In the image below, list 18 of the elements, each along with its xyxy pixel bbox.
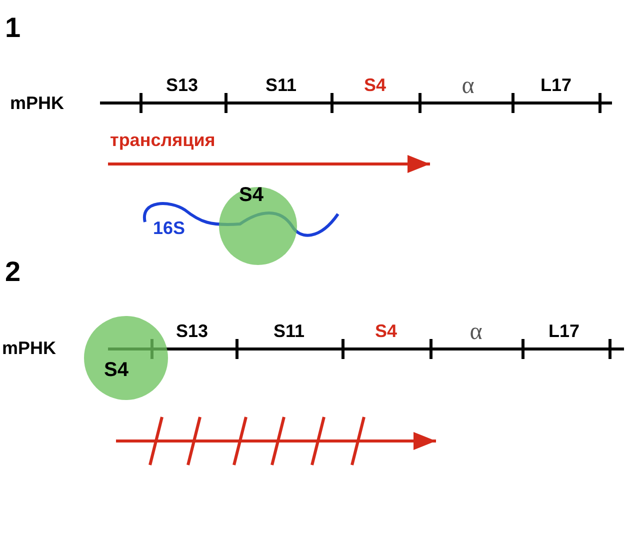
gene-label: S11 (265, 76, 297, 94)
mrna-label: mPHK (2, 339, 56, 357)
gene-label: S4 (374, 322, 398, 340)
rna-label: 16S (153, 219, 186, 237)
protein-label: S4 (104, 360, 128, 380)
gene-label: α (470, 320, 482, 344)
gene-label: L17 (548, 322, 580, 340)
mrna-label: mPHK (10, 94, 64, 112)
gene-label: S11 (273, 322, 305, 340)
panel-number: 1 (5, 14, 21, 42)
process-label: трансляция (110, 131, 216, 149)
gene-label: α (462, 74, 474, 98)
gene-label: S13 (166, 76, 198, 94)
gene-label: S4 (364, 76, 386, 94)
gene-label: L17 (540, 76, 572, 94)
gene-label: S13 (176, 322, 208, 340)
panel-number: 2 (5, 258, 21, 286)
protein-label: S4 (239, 185, 264, 205)
